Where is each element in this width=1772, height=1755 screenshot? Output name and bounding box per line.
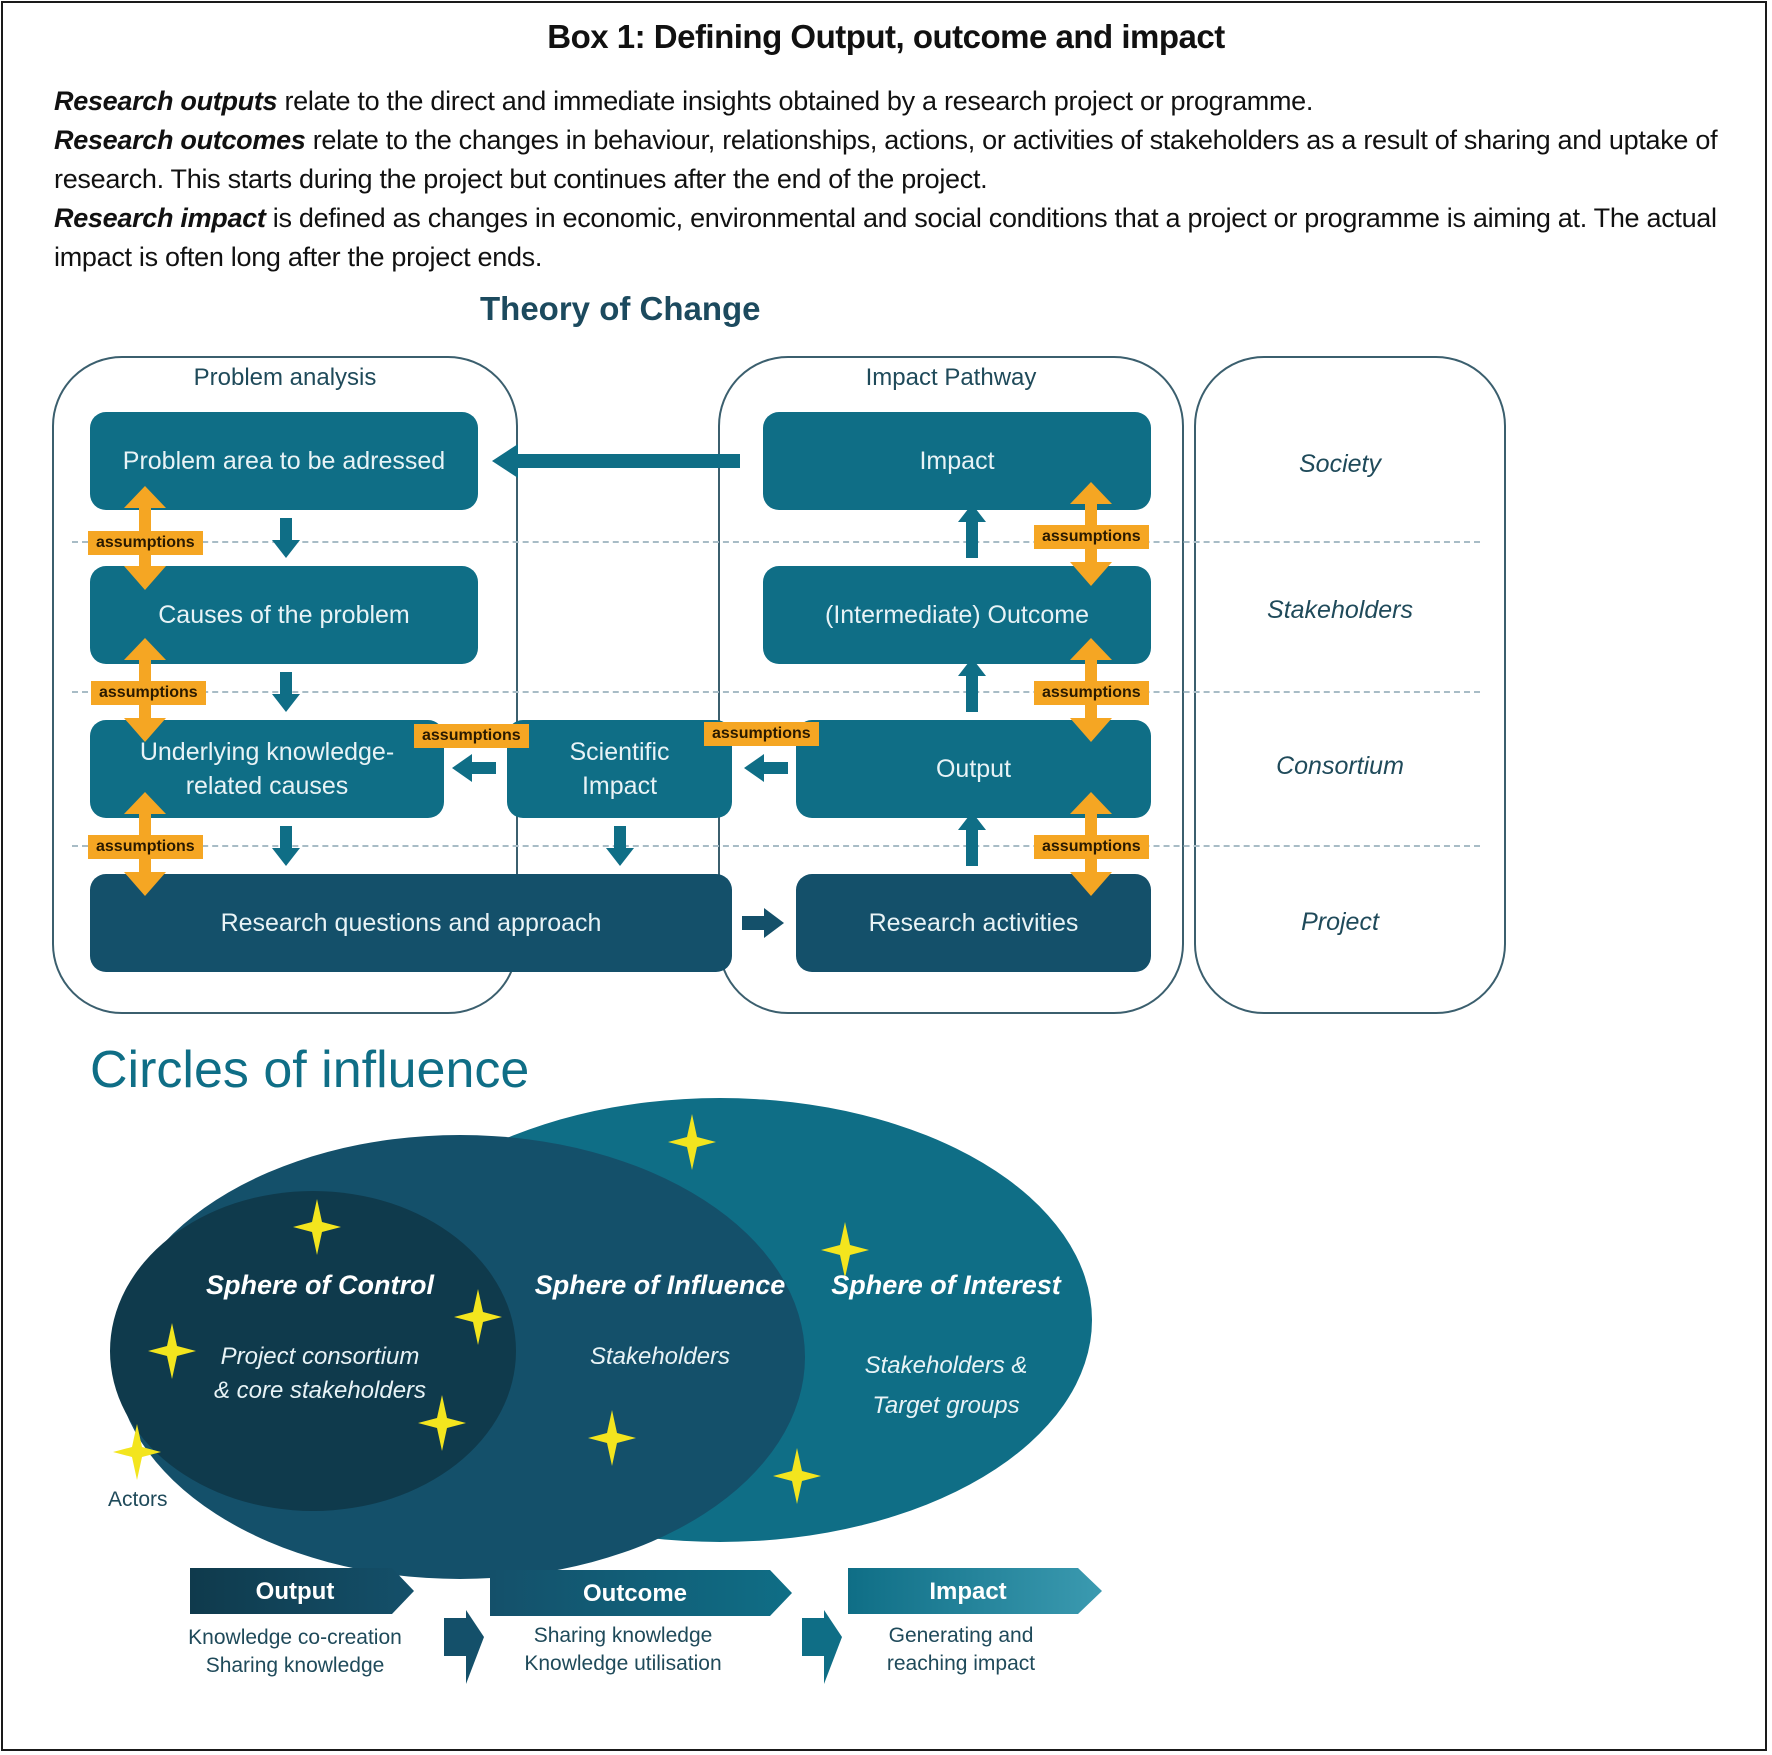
stage-outcome-desc: Sharing knowledge Knowledge utilisation (498, 1622, 748, 1678)
stage-impact-label: Impact (929, 1578, 1007, 1605)
level-divider (72, 541, 1480, 543)
desc-line: Stakeholders (589, 1343, 731, 1370)
assumptions-label: assumptions (91, 681, 206, 705)
assumptions-label: assumptions (1034, 525, 1149, 549)
stage-impact-desc: Generating and reaching impact (836, 1622, 1086, 1678)
sphere-influence-desc: Stakeholders (520, 1340, 800, 1374)
theory-of-change-title: Theory of Change (480, 290, 761, 327)
desc-line: reaching impact (886, 1652, 1036, 1675)
term-impact: Research impact (54, 203, 266, 233)
panel-impact-pathway (718, 356, 1184, 1014)
stage-output-label: Output (255, 1578, 335, 1605)
assumptions-label: assumptions (88, 835, 203, 859)
box-causes: Causes of the problem (90, 566, 478, 664)
assumptions-label: assumptions (414, 724, 529, 748)
level-divider (72, 691, 1480, 693)
definition-text: is defined as changes in economic, envir… (54, 203, 1717, 272)
definition-outputs: Research outputs relate to the direct an… (54, 82, 1744, 121)
desc-line: Target groups (872, 1392, 1020, 1419)
level-stakeholders: Stakeholders (1267, 596, 1413, 624)
desc-line: Sharing knowledge (533, 1624, 713, 1647)
desc-line: Knowledge co-creation (188, 1626, 402, 1649)
term-outputs: Research outputs (54, 86, 278, 116)
sphere-interest-label: Sphere of Interest (831, 1270, 1061, 1300)
box-research-questions: Research questions and approach (90, 874, 732, 972)
sphere-control-label: Sphere of Control (206, 1270, 434, 1300)
box-underlying-causes: Underlying knowledge-related causes (90, 720, 444, 818)
box-title: Box 1: Defining Output, outcome and impa… (547, 18, 1225, 55)
definition-text: relate to the changes in behaviour, rela… (54, 125, 1718, 194)
assumptions-label: assumptions (1034, 835, 1149, 859)
desc-line: Knowledge utilisation (524, 1652, 722, 1675)
assumptions-label: assumptions (88, 531, 203, 555)
definition-impact: Research impact is defined as changes in… (54, 199, 1744, 277)
sphere-interest-desc: Stakeholders & Target groups (806, 1346, 1086, 1426)
level-project: Project (1301, 908, 1379, 936)
definition-text: relate to the direct and immediate insig… (277, 86, 1314, 116)
box-research-activities: Research activities (796, 874, 1151, 972)
desc-line: Generating and (888, 1624, 1034, 1647)
panel-levels (1194, 356, 1506, 1014)
desc-line: Stakeholders & (864, 1352, 1028, 1379)
level-society: Society (1299, 450, 1381, 478)
stage-output-desc: Knowledge co-creation Sharing knowledge (170, 1624, 420, 1680)
level-divider (72, 845, 1480, 847)
assumptions-label: assumptions (704, 722, 819, 746)
desc-line: Project consortium (220, 1343, 420, 1370)
stage-outcome-label: Outcome (582, 1580, 687, 1607)
panel-label-impact-pathway: Impact Pathway (865, 364, 1037, 391)
panel-problem-analysis (52, 356, 518, 1014)
term-outcomes: Research outcomes (54, 125, 306, 155)
desc-line: & core stakeholders (213, 1377, 427, 1404)
definitions: Research outputs relate to the direct an… (54, 82, 1744, 277)
definition-outcomes: Research outcomes relate to the changes … (54, 121, 1744, 199)
panel-label-problem-analysis: Problem analysis (193, 364, 377, 391)
circles-of-influence-title: Circles of influence (90, 1041, 530, 1099)
actors-legend-label: Actors (108, 1488, 168, 1511)
sphere-control-desc: Project consortium & core stakeholders (180, 1340, 460, 1408)
box-problem-area: Problem area to be adressed (90, 412, 478, 510)
sphere-influence-label: Sphere of Influence (534, 1270, 786, 1300)
desc-line: Sharing knowledge (205, 1654, 385, 1677)
box-impact: Impact (763, 412, 1151, 510)
assumptions-label: assumptions (1034, 681, 1149, 705)
box-output: Output (796, 720, 1151, 818)
level-consortium: Consortium (1276, 752, 1404, 780)
box-scientific-impact: Scientific Impact (507, 720, 732, 818)
box-intermediate-outcome: (Intermediate) Outcome (763, 566, 1151, 664)
